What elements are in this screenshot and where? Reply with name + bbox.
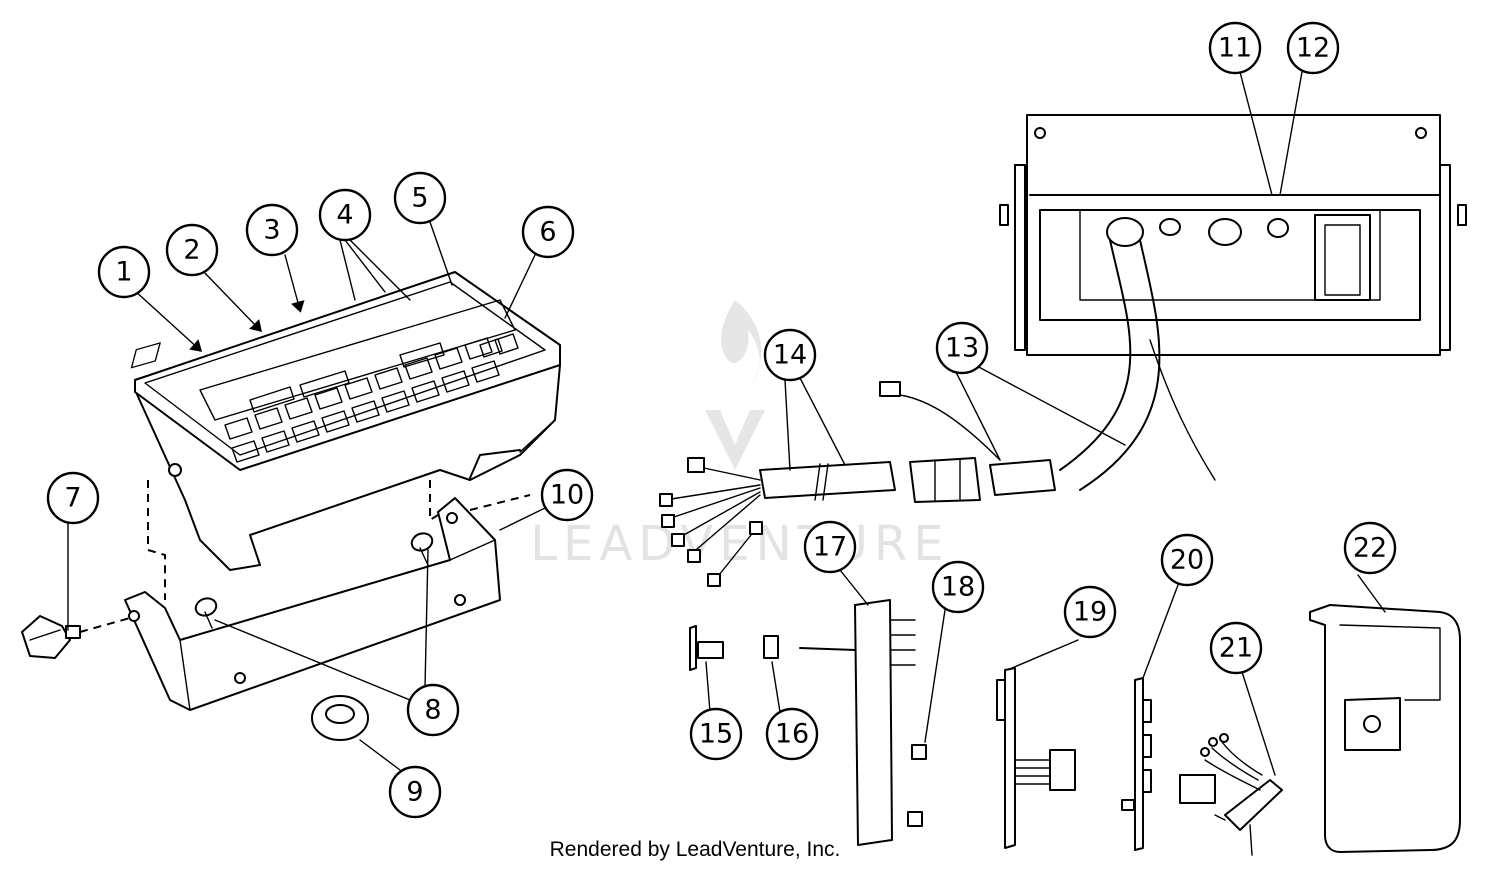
- svg-text:3: 3: [263, 215, 280, 246]
- callout-13: 13: [935, 321, 989, 375]
- mount-line-left: [147, 480, 166, 600]
- svg-text:12: 12: [1296, 33, 1330, 64]
- svg-text:9: 9: [406, 777, 423, 808]
- svg-text:2: 2: [183, 235, 200, 266]
- svg-text:18: 18: [941, 572, 975, 603]
- callout-11: 11: [1208, 21, 1262, 75]
- watermark-v-icon: [705, 410, 765, 470]
- leader-lines: [67, 71, 1386, 776]
- callout-4: 4: [318, 188, 372, 242]
- svg-text:11: 11: [1218, 33, 1252, 64]
- grommet: [311, 695, 369, 741]
- callout-20: 20: [1160, 533, 1214, 587]
- callout-6: 6: [521, 205, 575, 259]
- callout-8: 8: [406, 683, 460, 737]
- board-20: [1121, 677, 1152, 851]
- board-19: [996, 667, 1076, 849]
- callout-1: 1: [97, 245, 151, 299]
- circuit-board: [799, 599, 916, 846]
- callout-17: 17: [803, 520, 857, 574]
- screws: [194, 532, 434, 629]
- svg-text:14: 14: [773, 340, 807, 371]
- callout-19: 19: [1063, 585, 1117, 639]
- callout-21: 21: [1209, 621, 1263, 675]
- console-unit: [999, 114, 1467, 356]
- callout-16: 16: [765, 707, 819, 761]
- svg-text:16: 16: [775, 719, 809, 750]
- svg-text:5: 5: [411, 183, 428, 214]
- keypad-module: [130, 271, 561, 571]
- small-parts: [689, 625, 927, 827]
- callout-22: 22: [1343, 521, 1397, 575]
- callout-10: 10: [540, 468, 594, 522]
- svg-text:20: 20: [1170, 545, 1204, 576]
- rear-housing: [1309, 604, 1461, 853]
- svg-text:19: 19: [1073, 597, 1107, 628]
- callout-18: 18: [931, 560, 985, 614]
- knob-screw: [21, 615, 81, 659]
- wired-plug: [1179, 733, 1283, 856]
- watermark: LEADVENTURE: [530, 300, 949, 572]
- callout-3: 3: [245, 203, 299, 257]
- svg-text:8: 8: [424, 695, 441, 726]
- svg-text:15: 15: [699, 719, 733, 750]
- render-credit: Rendered by LeadVenture, Inc.: [549, 838, 841, 861]
- svg-text:21: 21: [1219, 633, 1253, 664]
- svg-text:10: 10: [550, 480, 584, 511]
- mount-line-10: [469, 494, 531, 511]
- mounting-bracket: [124, 497, 501, 711]
- mount-line-7: [79, 617, 131, 633]
- callout-2: 2: [165, 223, 219, 277]
- callout-14: 14: [763, 328, 817, 382]
- watermark-text: LEADVENTURE: [530, 516, 949, 572]
- svg-text:22: 22: [1353, 533, 1387, 564]
- callout-12: 12: [1286, 21, 1340, 75]
- svg-text:6: 6: [539, 217, 556, 248]
- svg-text:4: 4: [336, 200, 353, 231]
- callout-5: 5: [393, 171, 447, 225]
- svg-text:17: 17: [813, 532, 847, 563]
- callout-9: 9: [388, 765, 442, 819]
- main-cable: [659, 239, 1216, 587]
- svg-text:7: 7: [64, 483, 81, 514]
- svg-text:13: 13: [945, 333, 979, 364]
- watermark-flame-icon: [721, 300, 762, 385]
- svg-text:1: 1: [115, 257, 132, 288]
- mount-line-right: [429, 480, 439, 522]
- callout-7: 7: [46, 471, 100, 525]
- callout-15: 15: [689, 707, 743, 761]
